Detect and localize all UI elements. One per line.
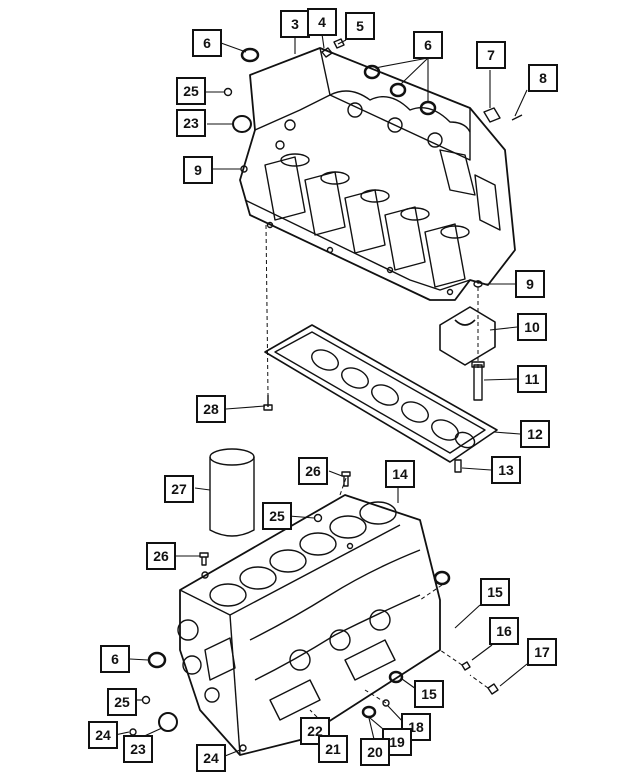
callout-23-top: 23 bbox=[176, 109, 206, 137]
callout-12: 12 bbox=[520, 420, 550, 448]
plug-16 bbox=[461, 661, 471, 671]
callout-4: 4 bbox=[307, 8, 337, 36]
gasket-12 bbox=[264, 324, 498, 463]
o-ring-15-lower bbox=[388, 670, 404, 684]
seal-23-lower bbox=[158, 712, 178, 732]
callout-3: 3 bbox=[280, 10, 310, 38]
callout-6-top-left: 6 bbox=[192, 29, 222, 57]
nut-7 bbox=[483, 107, 501, 123]
upper-engine-block bbox=[239, 47, 516, 301]
plug-25-lower bbox=[141, 695, 151, 705]
bolt-26-top bbox=[341, 471, 351, 487]
callout-8: 8 bbox=[528, 64, 558, 92]
callout-9-top: 9 bbox=[183, 156, 213, 184]
callout-25-mid: 25 bbox=[262, 502, 292, 530]
bracket-10 bbox=[439, 306, 496, 366]
callout-21: 21 bbox=[318, 735, 348, 763]
callout-26-top: 26 bbox=[298, 457, 328, 485]
o-ring-6-a bbox=[363, 64, 381, 80]
callout-10: 10 bbox=[517, 313, 547, 341]
callout-23-lower: 23 bbox=[123, 735, 153, 763]
callout-15-lower: 15 bbox=[414, 680, 444, 708]
washer-18 bbox=[382, 699, 390, 707]
plug-25-mid bbox=[313, 513, 323, 523]
seal-23-top bbox=[232, 115, 252, 133]
callout-27: 27 bbox=[164, 475, 194, 503]
callout-20: 20 bbox=[360, 738, 390, 766]
callout-6-lower: 6 bbox=[100, 645, 130, 673]
plug-25-top bbox=[223, 87, 233, 97]
screw-8 bbox=[511, 114, 523, 121]
o-ring-19 bbox=[361, 705, 377, 719]
callout-9-mid: 9 bbox=[515, 270, 545, 298]
o-ring-6-b bbox=[389, 82, 407, 98]
callout-11: 11 bbox=[517, 365, 547, 393]
screw-13 bbox=[454, 459, 462, 473]
callout-6-top-right: 6 bbox=[413, 31, 443, 59]
o-ring-15-upper bbox=[433, 570, 451, 586]
o-ring-6-lower bbox=[147, 651, 167, 669]
o-ring-6-left bbox=[240, 47, 260, 63]
callout-5: 5 bbox=[345, 12, 375, 40]
callout-7: 7 bbox=[476, 41, 506, 69]
callout-15-upper: 15 bbox=[480, 578, 510, 606]
plug-24-bottom bbox=[239, 744, 247, 752]
callout-25-top: 25 bbox=[176, 77, 206, 105]
callout-25-lower: 25 bbox=[107, 688, 137, 716]
callout-24-left: 24 bbox=[88, 721, 118, 749]
callout-13: 13 bbox=[491, 456, 521, 484]
bolt-28 bbox=[263, 395, 273, 411]
cylinder-liner-27 bbox=[209, 448, 255, 537]
bolt-17 bbox=[487, 683, 499, 695]
bolt-26-left bbox=[199, 552, 209, 566]
callout-26-left: 26 bbox=[146, 542, 176, 570]
bolt-11 bbox=[471, 361, 485, 401]
plug-5 bbox=[333, 38, 345, 49]
callout-16: 16 bbox=[489, 617, 519, 645]
lower-engine-block bbox=[177, 494, 441, 756]
callout-19: 19 bbox=[382, 728, 412, 756]
callout-14: 14 bbox=[385, 460, 415, 488]
callout-17: 17 bbox=[527, 638, 557, 666]
callout-28: 28 bbox=[196, 395, 226, 423]
plug-4 bbox=[321, 47, 333, 58]
callout-24-bottom: 24 bbox=[196, 744, 226, 772]
